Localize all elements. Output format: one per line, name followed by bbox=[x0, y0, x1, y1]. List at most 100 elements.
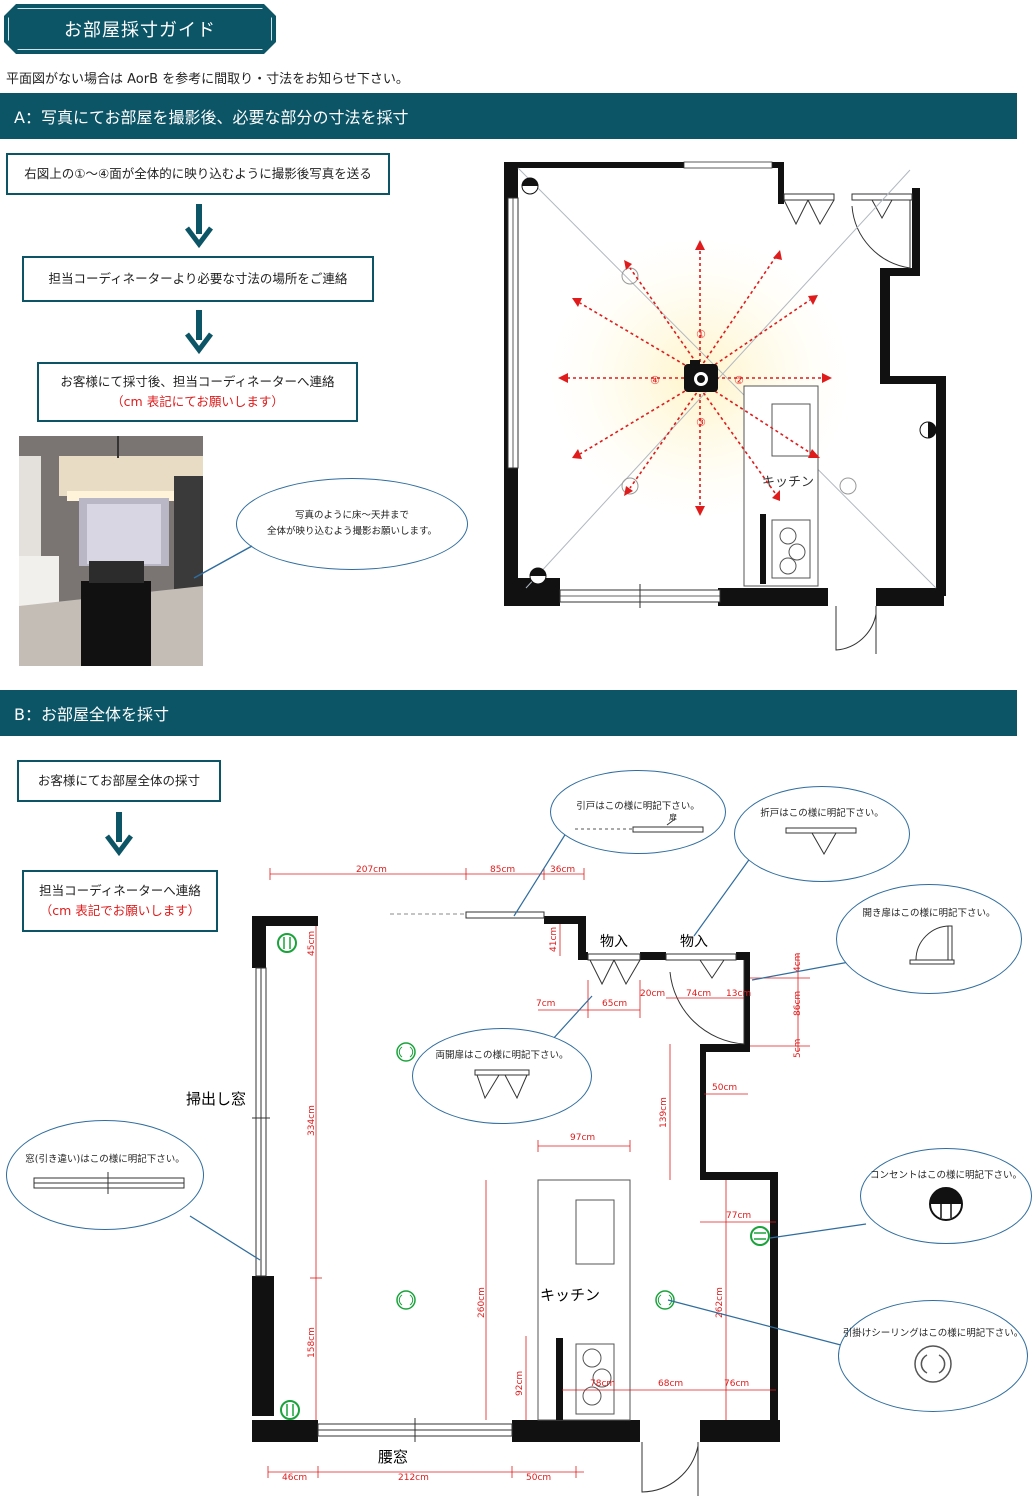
a-step2-box: 担当コーディネーターより必要な寸法の場所をご連絡 bbox=[22, 256, 374, 302]
ceiling-bubble: 引掛けシーリングはこの様に明記下さい。 bbox=[838, 1300, 1028, 1412]
outlet-icon bbox=[919, 421, 937, 439]
title-frame bbox=[8, 8, 272, 50]
sliding-door-bubble: 引戸はこの様に明記下さい。 扉 bbox=[550, 770, 726, 854]
dim-bot-b: 212cm bbox=[398, 1473, 429, 1483]
double-door-icon bbox=[474, 1069, 530, 1100]
wall-right-upper bbox=[912, 188, 920, 276]
wall bbox=[252, 1420, 318, 1442]
dim-92: 92cm bbox=[515, 1371, 525, 1396]
dim-262: 262cm bbox=[715, 1287, 725, 1318]
entry-door-symbol bbox=[641, 1442, 699, 1493]
b-step2-box: 担当コーディネーターへ連絡 （cm 表記でお願いします） bbox=[22, 870, 218, 932]
dim-bot-c: 50cm bbox=[526, 1473, 551, 1483]
dim-97: 97cm bbox=[570, 1133, 595, 1143]
dimension-lines bbox=[267, 868, 810, 1478]
dim-top-a: 207cm bbox=[356, 865, 387, 875]
page-title: お部屋採寸ガイド bbox=[64, 20, 216, 41]
floor-plan-a: キッチン ① ② ③ ④ bbox=[504, 161, 946, 654]
ceiling-fixture-icon bbox=[621, 477, 639, 495]
outlet-bubble: コンセントはこの様に明記下さい。 bbox=[860, 1148, 1032, 1244]
wall-top-notch bbox=[770, 162, 784, 204]
dim-41: 41cm bbox=[549, 927, 559, 952]
double-door-bubble: 両開扉はこの様に明記下さい。 bbox=[412, 1028, 592, 1124]
ceiling-fixture-icon bbox=[914, 1345, 952, 1383]
kitchen-label: キッチン bbox=[540, 1286, 600, 1304]
ceiling-fixture-icon bbox=[396, 1042, 416, 1062]
dim-50r: 50cm bbox=[712, 1083, 737, 1093]
a-step3-text: お客様にて採寸後、担当コーディネーターへ連絡 bbox=[60, 374, 335, 389]
b-step1-box: お客様にてお部屋全体の採寸 bbox=[17, 760, 221, 802]
wall bbox=[512, 1420, 640, 1442]
dim-68: 68cm bbox=[658, 1379, 683, 1389]
room-photo bbox=[19, 436, 203, 666]
top-sliding-door bbox=[465, 911, 545, 919]
b-step2-text: 担当コーディネーターへ連絡 bbox=[39, 883, 201, 898]
sliding-door-note: 引戸はこの様に明記下さい。 bbox=[576, 801, 700, 813]
outlet-icon bbox=[280, 1400, 300, 1420]
window-top bbox=[683, 161, 773, 169]
dim-65: 65cm bbox=[602, 999, 627, 1009]
window-icon bbox=[33, 1172, 185, 1195]
dim-86: 86cm bbox=[793, 991, 803, 1016]
section-b-heading: B：お部屋全体を採寸 bbox=[0, 690, 1017, 736]
storage-label-2: 物入 bbox=[680, 934, 708, 950]
sink bbox=[771, 403, 811, 457]
ceiling-fixture-icon bbox=[396, 1290, 416, 1310]
wall bbox=[700, 1420, 780, 1442]
hinged-door-icon bbox=[909, 925, 955, 965]
a-step1-box: 右図上の①〜④面が全体的に映り込むように撮影後写真を送る bbox=[6, 153, 390, 195]
dim-7: 7cm bbox=[536, 999, 555, 1009]
dim-45: 45cm bbox=[307, 931, 317, 956]
dim-20: 20cm bbox=[640, 989, 665, 999]
ceiling-fixture-icon bbox=[839, 477, 857, 495]
dim-top-c: 36cm bbox=[550, 865, 575, 875]
waist-window-label: 腰窓 bbox=[378, 1448, 408, 1466]
dim-77: 77cm bbox=[726, 1211, 751, 1221]
wall-bottom-left bbox=[504, 578, 560, 606]
dim-5: 5cm bbox=[793, 1039, 803, 1058]
a-step1-text: 右図上の①〜④面が全体的に映り込むように撮影後写真を送る bbox=[24, 166, 372, 181]
outlet-icon bbox=[521, 177, 539, 195]
bubble-tails bbox=[189, 829, 867, 1351]
dim-13: 13cm bbox=[726, 989, 751, 999]
folding-door-bubble: 折戸はこの様に明記下さい。 bbox=[734, 786, 910, 882]
outlet-icon bbox=[750, 1226, 770, 1246]
camera-icon bbox=[684, 360, 718, 392]
a-step3-note: （cm 表記にてお願いします） bbox=[111, 394, 284, 409]
window-bubble: 窓(引き違い)はこの様に明記下さい。 bbox=[6, 1120, 204, 1230]
intro-text: 平面図がない場合は AorB を参考に間取り・寸法をお知らせ下さい。 bbox=[6, 72, 409, 87]
wall-bottom-right bbox=[876, 588, 944, 606]
dim-78: 78cm bbox=[590, 1379, 615, 1389]
folding-door-note: 折戸はこの様に明記下さい。 bbox=[760, 807, 884, 819]
wall-right bbox=[880, 268, 946, 596]
view-direction-arrows bbox=[566, 248, 824, 508]
outlet-icon bbox=[529, 567, 547, 585]
window-note: 窓(引き違い)はこの様に明記下さい。 bbox=[25, 1153, 185, 1165]
down-arrow-icon bbox=[105, 812, 133, 857]
dim-76: 76cm bbox=[724, 1379, 749, 1389]
a-step3-box: お客様にて採寸後、担当コーディネーターへ連絡 （cm 表記にてお願いします） bbox=[37, 362, 358, 422]
sliding-door-icon bbox=[575, 818, 704, 833]
floor-plan-b: 物入 物入 掃出し窓 腰窓 キッチン 207cm 85cm 36cm 7cm 6… bbox=[186, 829, 867, 1496]
wall-right bbox=[700, 952, 778, 1430]
hinged-door-bubble: 開き扉はこの様に明記下さい。 bbox=[836, 884, 1022, 994]
entry-door-symbol bbox=[835, 606, 877, 651]
bubble-tail bbox=[193, 545, 253, 579]
marker-1: ① bbox=[696, 328, 706, 341]
marker-3: ③ bbox=[696, 416, 706, 429]
page-title-tag: お部屋採寸ガイド bbox=[4, 4, 276, 54]
hinged-door-symbol bbox=[851, 200, 911, 269]
b-step2-note: （cm 表記でお願いします） bbox=[39, 903, 201, 918]
b-step1-text: お客様にてお部屋全体の採寸 bbox=[37, 773, 201, 788]
down-arrow-icon bbox=[185, 310, 213, 355]
photo-tip-line1: 写真のように床〜天井まで bbox=[294, 509, 409, 521]
double-door-symbol bbox=[783, 199, 835, 226]
marker-4: ④ bbox=[650, 374, 660, 387]
down-arrow-icon bbox=[185, 204, 213, 249]
hinged-door-note: 開き扉はこの様に明記下さい。 bbox=[862, 907, 996, 919]
photo-tip-bubble: 写真のように床〜天井まで 全体が映り込むよう撮影お願いします。 bbox=[236, 478, 468, 570]
wall bbox=[252, 1276, 274, 1416]
folding-door-symbol bbox=[871, 199, 893, 220]
dim-334: 334cm bbox=[307, 1105, 317, 1136]
ceiling-fixture-icon bbox=[655, 1290, 675, 1310]
